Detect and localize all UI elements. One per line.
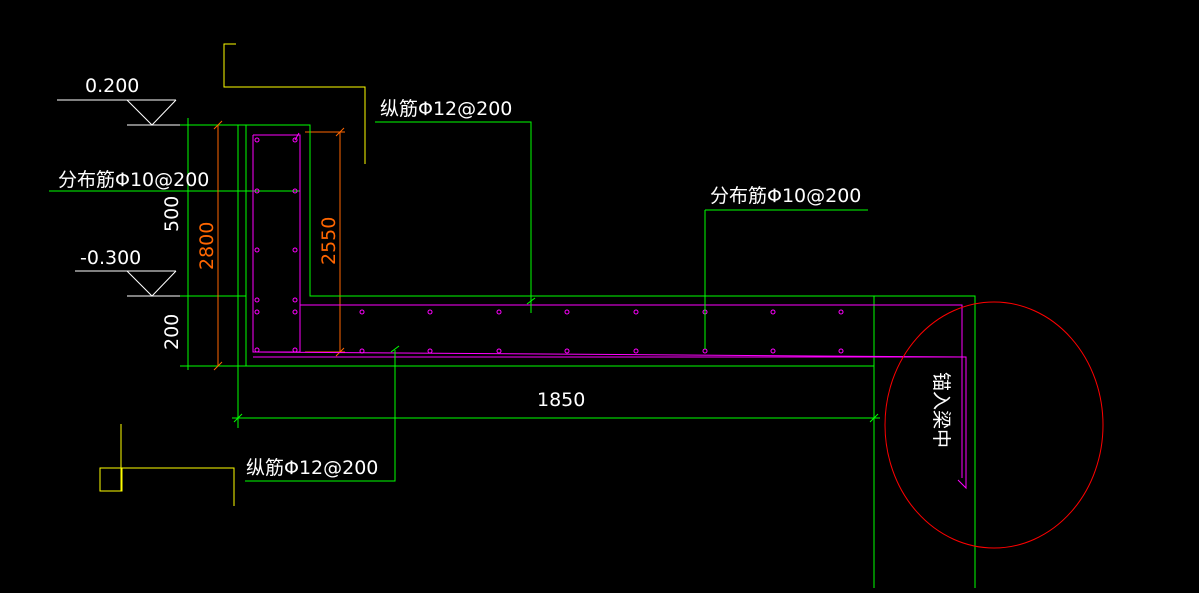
dim-1850-label: 1850 (537, 389, 585, 411)
elevation-top-label: 0.200 (85, 75, 139, 97)
rebar-dots (254, 137, 844, 354)
dim-2550-label: 2550 (318, 217, 340, 265)
anchor-note-label: 锚入梁中 (930, 372, 952, 448)
longitudinal-rebar-top-label: 纵筋Φ12@200 (380, 98, 512, 120)
left-dimension-lines (49, 118, 300, 370)
elevation-marker-bottom (75, 270, 246, 297)
dimension-1850 (232, 366, 880, 428)
distribution-rebar-right-label: 分布筋Φ10@200 (710, 185, 861, 207)
dim-2800-label: 2800 (196, 222, 218, 270)
longitudinal-rebar-bottom-label: 纵筋Φ12@200 (246, 457, 378, 479)
leader-lines (245, 121, 868, 482)
elevation-bottom-label: -0.300 (80, 247, 141, 269)
yellow-section-symbol-top (223, 43, 366, 164)
dim-500-label: 500 (161, 196, 183, 232)
yellow-section-symbol-bottom (99, 424, 235, 506)
highlight-circle (884, 301, 1104, 549)
elevation-marker-top (57, 99, 246, 126)
orange-dimension-lines (213, 120, 345, 371)
distribution-rebar-left-label: 分布筋Φ10@200 (58, 169, 209, 191)
rebar-cage (252, 132, 967, 490)
dim-200-label: 200 (161, 314, 183, 350)
